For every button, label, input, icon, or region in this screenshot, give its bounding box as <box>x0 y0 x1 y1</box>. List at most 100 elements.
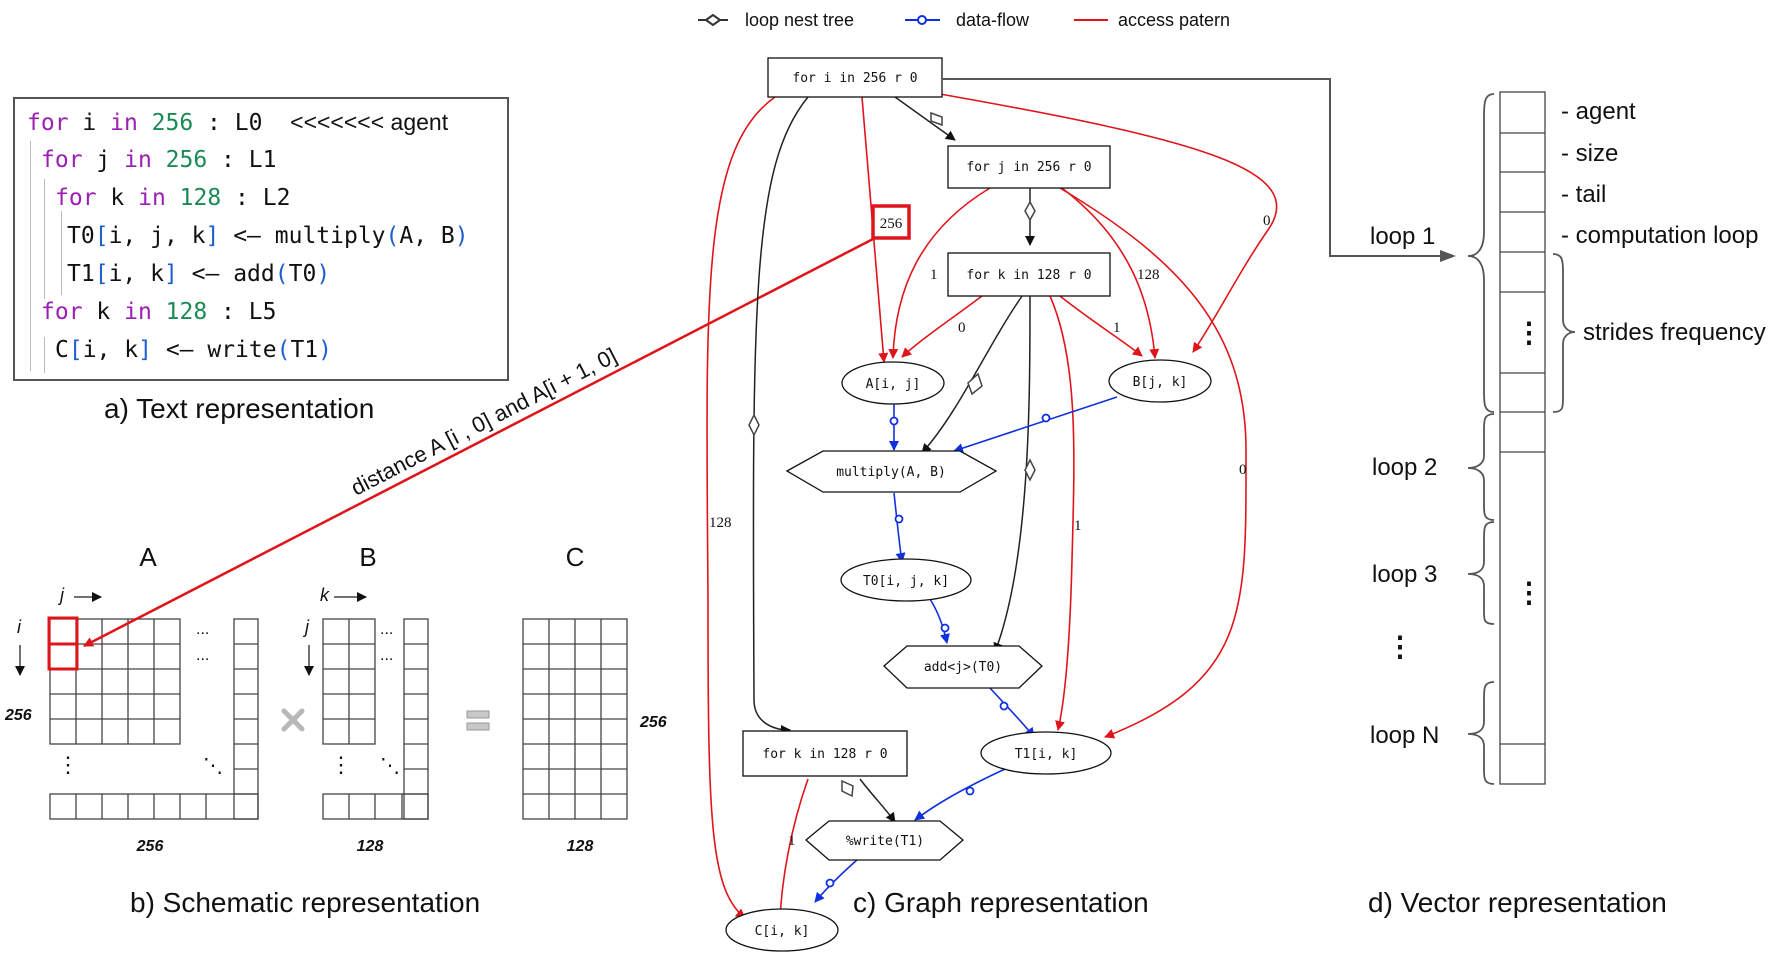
code-space <box>152 147 166 173</box>
dataflow-edge-t0-add <box>929 598 950 644</box>
vdots-a: ⋮ <box>57 752 79 777</box>
edge-label-j-aij: 1 <box>930 267 938 283</box>
loop-var: j <box>82 147 125 173</box>
circle-icon <box>999 701 1009 711</box>
node-bjk-label: B[j, k] <box>1133 375 1188 390</box>
caption-a: a) Text representation <box>104 393 374 424</box>
access-edge-j-t1 <box>1059 187 1247 739</box>
tensor-indices: i, k <box>82 337 139 363</box>
code-line-4: T0[i, j, k] <– multiply(A, B) <box>67 225 469 248</box>
code-line-2: for j in 256 : L1 <box>41 149 276 172</box>
edge-label-j-bjk: 128 <box>1137 267 1160 283</box>
keyword-in: in <box>124 299 152 325</box>
agent-pointer: <<<<<<< agent <box>290 109 449 135</box>
node-write-label: %write(T1) <box>846 834 924 849</box>
node-for-k2: for k in 128 r 0 <box>742 730 908 777</box>
bracket-open: [ <box>68 337 83 363</box>
dataflow-edge-add-t1 <box>989 687 1035 738</box>
code-line-1: for i in 256 : L0 <<<<<<< agent <box>27 111 448 135</box>
diamond-icon <box>930 111 943 127</box>
diamond-icon <box>748 413 760 437</box>
code-box: for i in 256 : L0 <<<<<<< agent for j in… <box>13 97 509 381</box>
node-bjk: B[j, k] <box>1108 359 1212 403</box>
index-k-label: k <box>320 585 330 605</box>
vector-label-agent: - agent <box>1561 98 1636 125</box>
vector-label-size: - size <box>1561 140 1618 167</box>
edge-label-i-bjk: 0 <box>1263 213 1271 229</box>
tree-edge-i-j <box>894 96 956 141</box>
diamond-icon <box>841 779 854 798</box>
loop-label: : L0 <box>193 110 291 136</box>
index-i-label: i <box>17 617 22 637</box>
vector-column <box>1499 91 1546 785</box>
operands: T0 <box>288 261 317 287</box>
dataflow-markers <box>825 413 1051 888</box>
access-edge-j-bjk <box>1061 187 1160 359</box>
circle-icon <box>1041 413 1051 423</box>
edge-label-j-t1: 0 <box>1239 462 1247 478</box>
access-edge-k-aij <box>901 295 983 358</box>
node-add-label: add<j>(T0) <box>924 660 1002 675</box>
diamond-icon <box>1024 458 1036 482</box>
tree-edge-k2-write <box>859 778 896 823</box>
access-edge-k-bjk <box>1059 295 1143 357</box>
circle-icon <box>825 878 835 888</box>
edge-label-256-box <box>871 204 911 240</box>
code-line-7: C[i, k] <– write(T1) <box>55 339 332 362</box>
access-edges <box>706 93 1278 919</box>
edge-label-k-aij: 0 <box>958 320 966 336</box>
vector-label-tail: - tail <box>1561 181 1606 208</box>
dataflow-edge-bjk-mul <box>953 396 1118 453</box>
ellipsis-a-2: ... <box>196 647 209 664</box>
ddots-b: ⋱ <box>380 755 400 777</box>
vector: ⋮ ⋮ - agent - size - tail - computation … <box>942 78 1766 785</box>
edge-label-k-bjk: 1 <box>1113 320 1121 336</box>
vector-label-loop2: loop 2 <box>1372 454 1437 481</box>
code-line-5: T1[i, k] <– add(T0) <box>67 263 330 286</box>
brace-loop3 <box>1467 521 1495 625</box>
dataflow-edge-mul-t0 <box>893 492 906 563</box>
matrix-c <box>522 618 628 820</box>
cols-a-label: 256 <box>136 838 164 855</box>
node-cik: C[i, k] <box>725 908 839 952</box>
bracket-close: ] <box>163 261 178 287</box>
edge-labels: 0 1 128 0 1 128 1 0 1 <box>709 213 1271 849</box>
tensor-name: C <box>55 337 69 363</box>
indent-guide-3 <box>61 211 62 295</box>
bracket-close: ] <box>138 337 152 363</box>
circle-icon <box>889 416 899 426</box>
node-for-k2-label: for k in 128 r 0 <box>762 747 887 762</box>
vdots-b: ⋮ <box>330 752 352 777</box>
keyword-for: for <box>55 185 97 211</box>
brace-strides <box>1552 253 1576 413</box>
node-add: add<j>(T0) <box>883 645 1043 689</box>
loop-label: : L1 <box>207 147 277 173</box>
keyword-in: in <box>110 110 138 136</box>
vector-vdots-1: ⋮ <box>1515 317 1543 348</box>
access-edge-i-bjk <box>939 93 1278 353</box>
bracket-close: ] <box>205 223 220 249</box>
vector-label-strides: strides frequency <box>1583 319 1766 346</box>
distance-arrow <box>83 236 876 648</box>
index-j2-label: j <box>302 617 310 637</box>
dataflow-edges <box>814 396 1118 903</box>
ellipsis-b-2: ... <box>380 647 393 664</box>
highlight-cell-a-i0 <box>47 616 79 646</box>
code-line-3: for k in 128 : L2 <box>55 187 290 210</box>
vector-label-loopN: loop N <box>1370 722 1439 749</box>
node-multiply: multiply(A, B) <box>785 450 998 493</box>
diamond-icon <box>967 372 983 396</box>
node-cik-label: C[i, k] <box>755 924 810 939</box>
caption-b: b) Schematic representation <box>130 887 480 918</box>
operands: A, B <box>399 223 455 249</box>
vector-label-loop1: loop 1 <box>1370 223 1435 250</box>
ellipsis-a-1: ... <box>196 621 209 638</box>
diamond-icon <box>1024 200 1036 222</box>
tensor-name: T0 <box>67 223 95 249</box>
code-line-6: for k in 128 : L5 <box>41 301 276 324</box>
operation: <– add <box>177 261 275 287</box>
vector-connector <box>942 78 1451 257</box>
cols-b-label: 128 <box>357 838 384 855</box>
matrix-b-label: B <box>359 542 376 572</box>
node-t1: T1[i, k] <box>980 731 1112 775</box>
